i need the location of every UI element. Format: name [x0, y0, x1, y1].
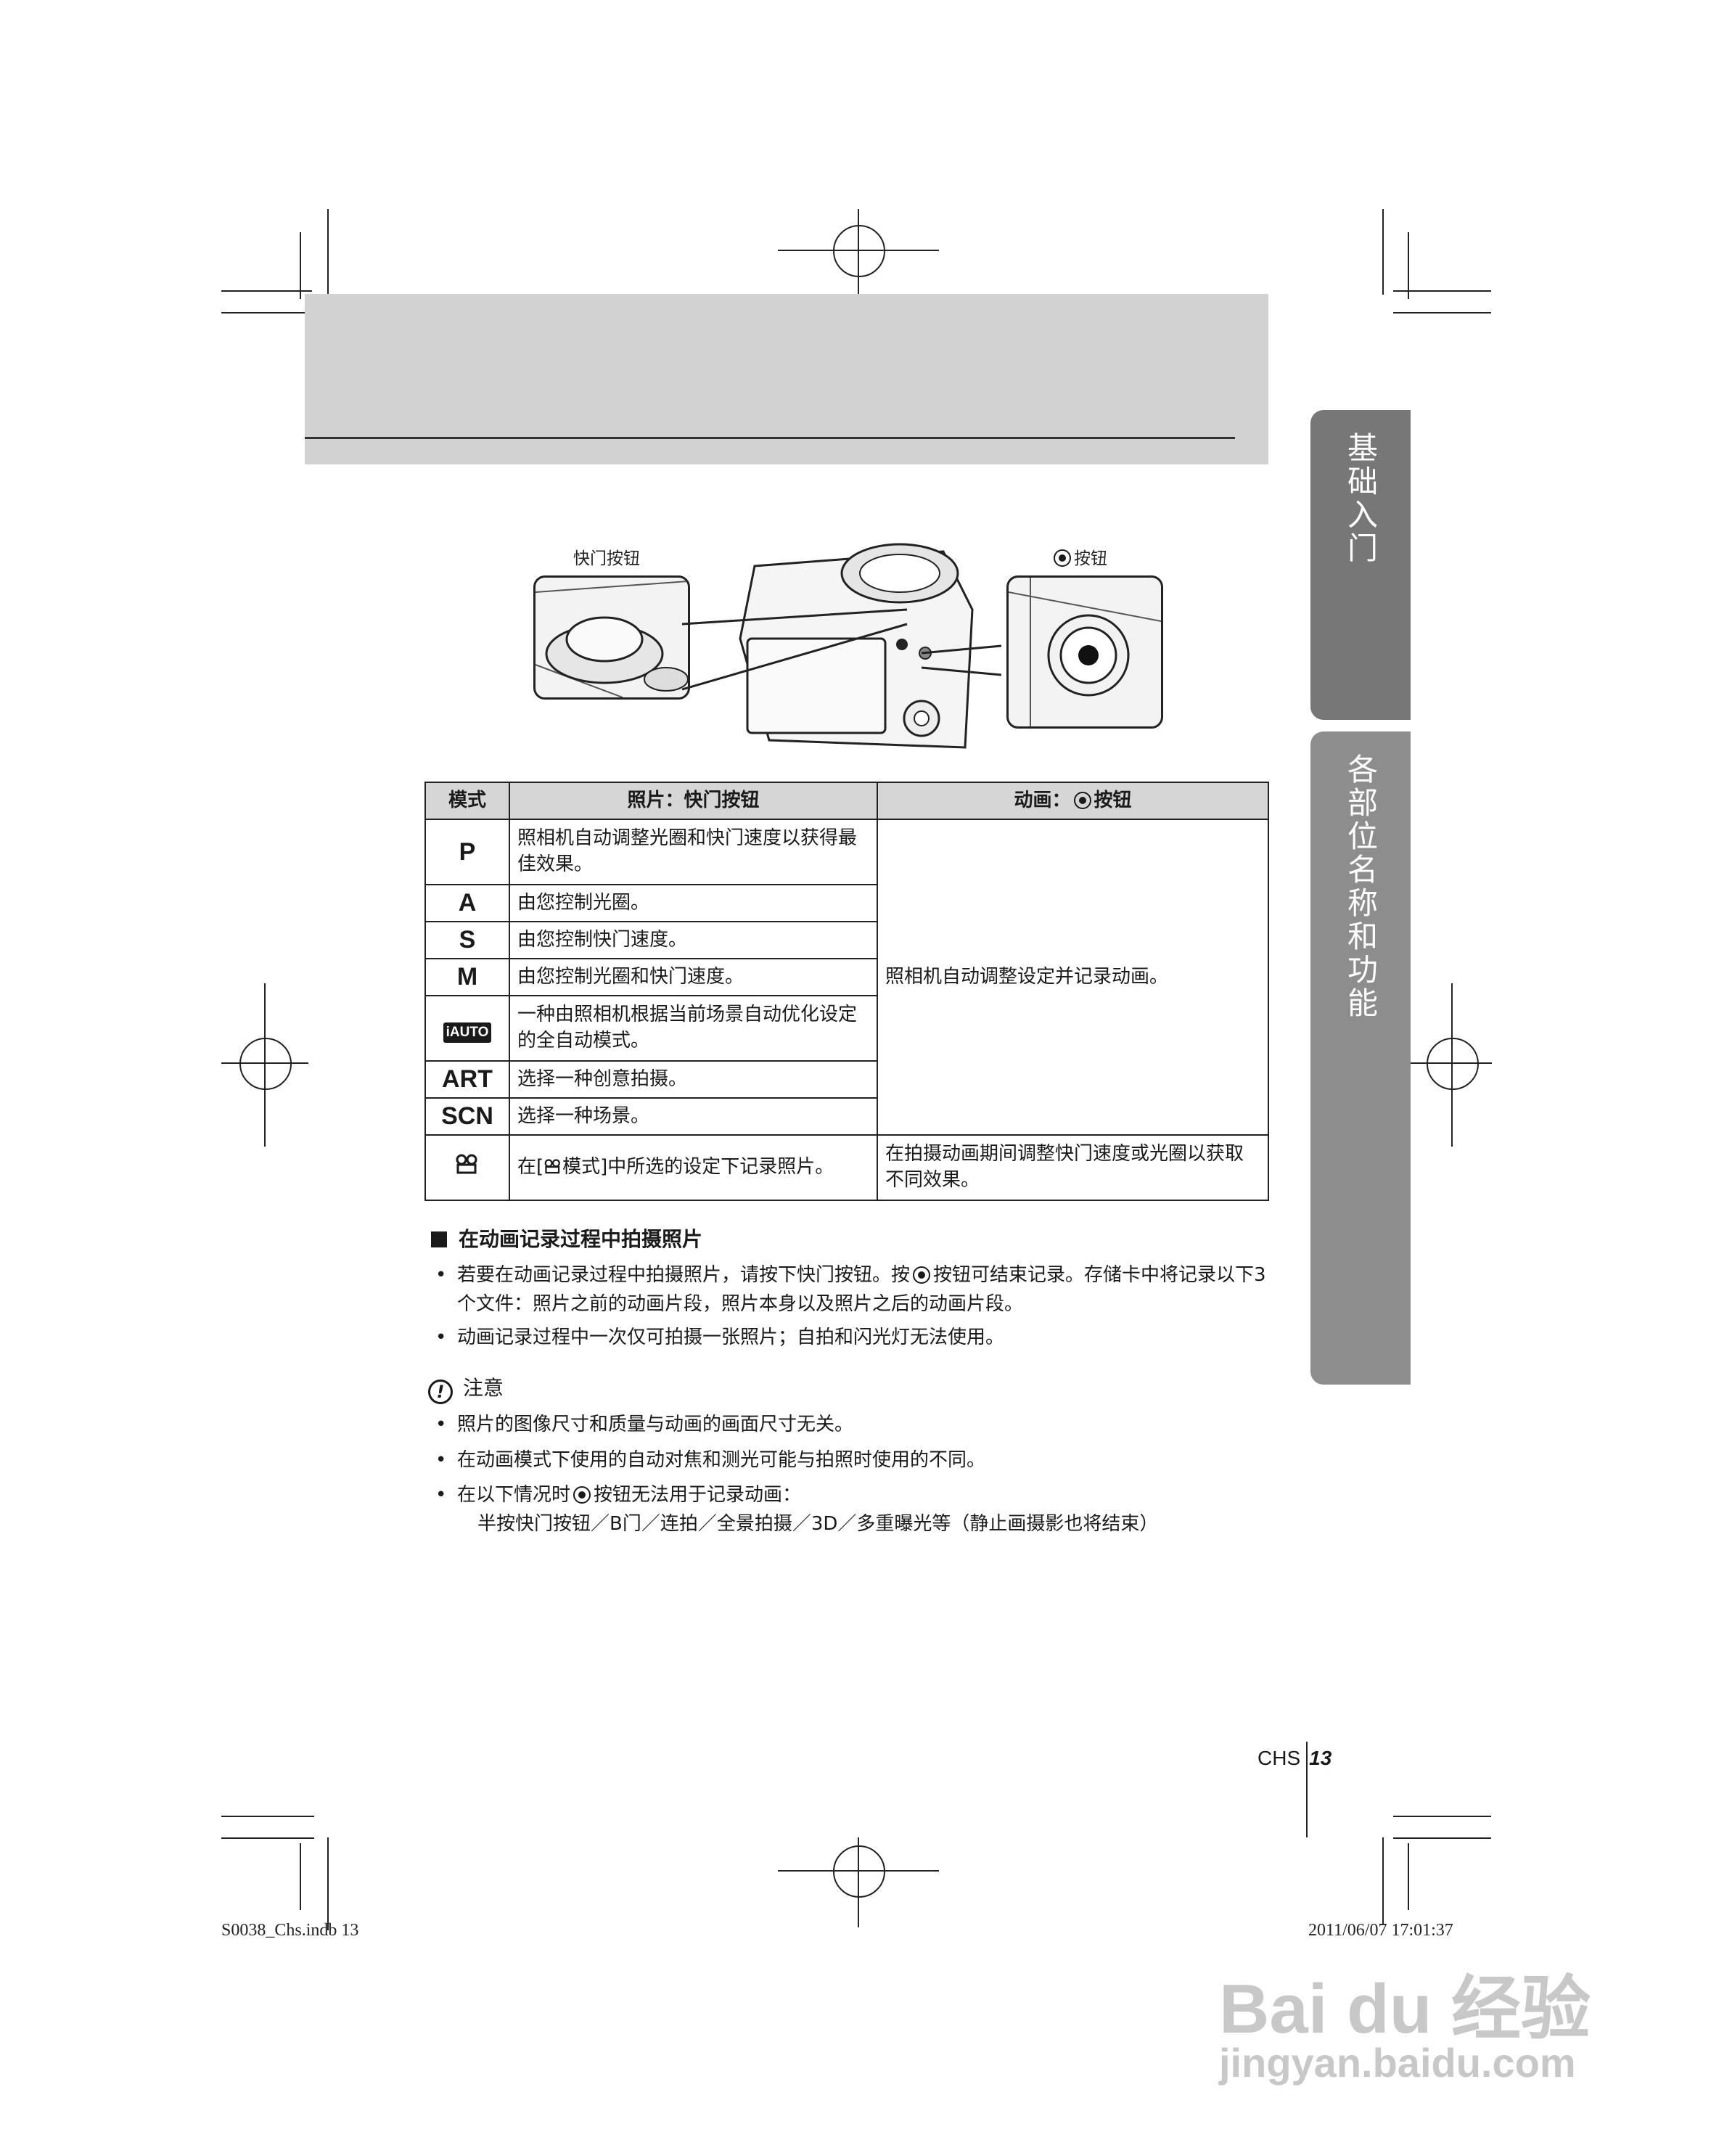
- crop-mark: [1393, 290, 1491, 292]
- table-row: A 由您控制光圈。: [424, 884, 1268, 922]
- photo-desc: 在[模式]中所选的设定下记录照片。: [509, 1134, 878, 1201]
- photo-desc: 一种由照相机根据当前场景自动优化设定的全自动模式。: [509, 995, 878, 1062]
- table-row: ART 选择一种创意拍摄。: [424, 1060, 1268, 1099]
- crop-mark: [221, 290, 312, 292]
- note-heading: !注意: [428, 1372, 504, 1404]
- photo-desc: 由您控制快门速度。: [509, 921, 878, 959]
- side-tab-parts-and-functions[interactable]: 各部位名称和功能: [1310, 731, 1411, 1385]
- crop-mark: [221, 1816, 314, 1817]
- bullet-item: • 动画记录过程中一次仅可拍摄一张照片；自拍和闪光灯无法使用。: [435, 1327, 1005, 1348]
- mode-table: 模式 照片：快门按钮 动画：按钮 P 照相机自动调整光圈和快门速度以获得最佳效果…: [424, 782, 1269, 1201]
- mode-iauto: iAUTO: [424, 995, 510, 1062]
- registration-mark: [1427, 1038, 1479, 1090]
- movie-button-inset: [1006, 575, 1163, 729]
- section-title: 在动画记录过程中拍摄照片: [431, 1223, 702, 1253]
- photo-desc: 选择一种场景。: [509, 1097, 878, 1136]
- mode-movie-icon: [424, 1134, 510, 1201]
- mode-m: M: [424, 958, 510, 996]
- mode-p: P: [424, 819, 510, 885]
- mode-scn: SCN: [424, 1097, 510, 1136]
- mode-s: S: [424, 921, 510, 959]
- table-header-row: 模式 照片：快门按钮 动画：按钮: [424, 782, 1269, 820]
- shared-movie-desc: 照相机自动调整设定并记录动画。: [877, 819, 1269, 1136]
- movie-camera-icon: [456, 1154, 477, 1174]
- registration-mark: [833, 225, 885, 277]
- crop-mark: [1382, 209, 1384, 295]
- crop-mark: [1393, 312, 1491, 313]
- column-header-photo: 照片：快门按钮: [509, 782, 878, 820]
- column-header-mode: 模式: [424, 782, 510, 820]
- side-tab-basics[interactable]: 基础入门: [1310, 410, 1411, 720]
- crop-mark: [1393, 1816, 1491, 1817]
- pointer-lines: [682, 608, 1002, 691]
- header-rule: [305, 437, 1235, 439]
- photo-desc: 由您控制光圈和快门速度。: [509, 958, 878, 996]
- registration-mark: [239, 1038, 292, 1090]
- registration-mark: [264, 983, 266, 1147]
- crop-mark: [300, 232, 301, 299]
- slug-filename: S0038_Chs.indb 13: [221, 1921, 359, 1940]
- crop-mark: [221, 312, 308, 313]
- shutter-button-inset: [533, 575, 690, 700]
- table-row: P 照相机自动调整光圈和快门速度以获得最佳效果。 照相机自动调整设定并记录动画。: [424, 819, 1269, 1136]
- photo-desc: 选择一种创意拍摄。: [509, 1060, 878, 1099]
- column-header-movie: 动画：按钮: [877, 782, 1269, 820]
- photo-desc: 照相机自动调整光圈和快门速度以获得最佳效果。: [509, 819, 878, 885]
- camera-illustration: [726, 522, 987, 762]
- shutter-button-illustration: [536, 581, 688, 697]
- crop-mark: [1408, 1843, 1409, 1910]
- slug-timestamp: 2011/06/07 17:01:37: [1308, 1921, 1453, 1940]
- record-icon: [1054, 549, 1071, 567]
- registration-mark: [833, 1845, 885, 1898]
- bullet-item: • 若要在动画记录过程中拍摄照片，请按下快门按钮。按按钮可结束记录。存储卡中将记…: [435, 1264, 1266, 1316]
- crop-mark: [327, 209, 329, 309]
- movie-desc: 在拍摄动画期间调整快门速度或光圈以获取不同效果。: [877, 1134, 1269, 1201]
- watermark-url: jingyan.baidu.com: [1219, 2040, 1576, 2086]
- table-row: SCN 选择一种场景。: [424, 1097, 1268, 1136]
- bullet-item: • 在以下情况时按钮无法用于记录动画：半按快门按钮／B门／连拍／全景拍摄／3D／…: [435, 1484, 1159, 1536]
- crop-mark: [327, 1837, 329, 1930]
- photo-desc: 由您控制光圈。: [509, 884, 878, 922]
- movie-button-label: 按钮: [1051, 544, 1107, 569]
- header-band: [305, 294, 1268, 464]
- movie-camera-icon: [544, 1159, 561, 1174]
- crop-mark: [221, 1837, 314, 1839]
- record-icon: [913, 1266, 931, 1284]
- shutter-button-label: 快门按钮: [573, 549, 640, 568]
- record-icon: [1073, 791, 1091, 809]
- mode-art: ART: [424, 1060, 510, 1099]
- mode-a: A: [424, 884, 510, 922]
- registration-mark: [858, 1837, 859, 1927]
- page-number-rule: [1306, 1742, 1308, 1837]
- registration-mark: [858, 209, 859, 299]
- movie-button-illustration: [1009, 578, 1161, 726]
- watermark-logo: Bai du 经验: [1219, 1970, 1591, 2048]
- crop-mark: [1408, 232, 1409, 299]
- table-row: S 由您控制快门速度。: [424, 921, 1268, 959]
- square-bullet-icon: [431, 1231, 447, 1247]
- table-row: iAUTO 一种由照相机根据当前场景自动优化设定的全自动模式。: [424, 995, 1268, 1062]
- crop-mark: [1382, 1837, 1384, 1925]
- crop-mark: [1393, 1837, 1491, 1839]
- bullet-item: •照片的图像尺寸和质量与动画的画面尺寸无关。: [435, 1414, 854, 1435]
- table-row: M 由您控制光圈和快门速度。: [424, 958, 1268, 996]
- record-icon: [573, 1486, 591, 1504]
- table-row: 在[模式]中所选的设定下记录照片。 在拍摄动画期间调整快门速度或光圈以获取不同效…: [424, 1134, 1269, 1201]
- caution-icon: !: [428, 1380, 453, 1404]
- registration-mark: [1451, 983, 1453, 1147]
- iauto-icon: iAUTO: [443, 1022, 492, 1043]
- bullet-item: •在动画模式下使用的自动对焦和测光可能与拍照时使用的不同。: [435, 1449, 986, 1471]
- crop-mark: [300, 1843, 301, 1910]
